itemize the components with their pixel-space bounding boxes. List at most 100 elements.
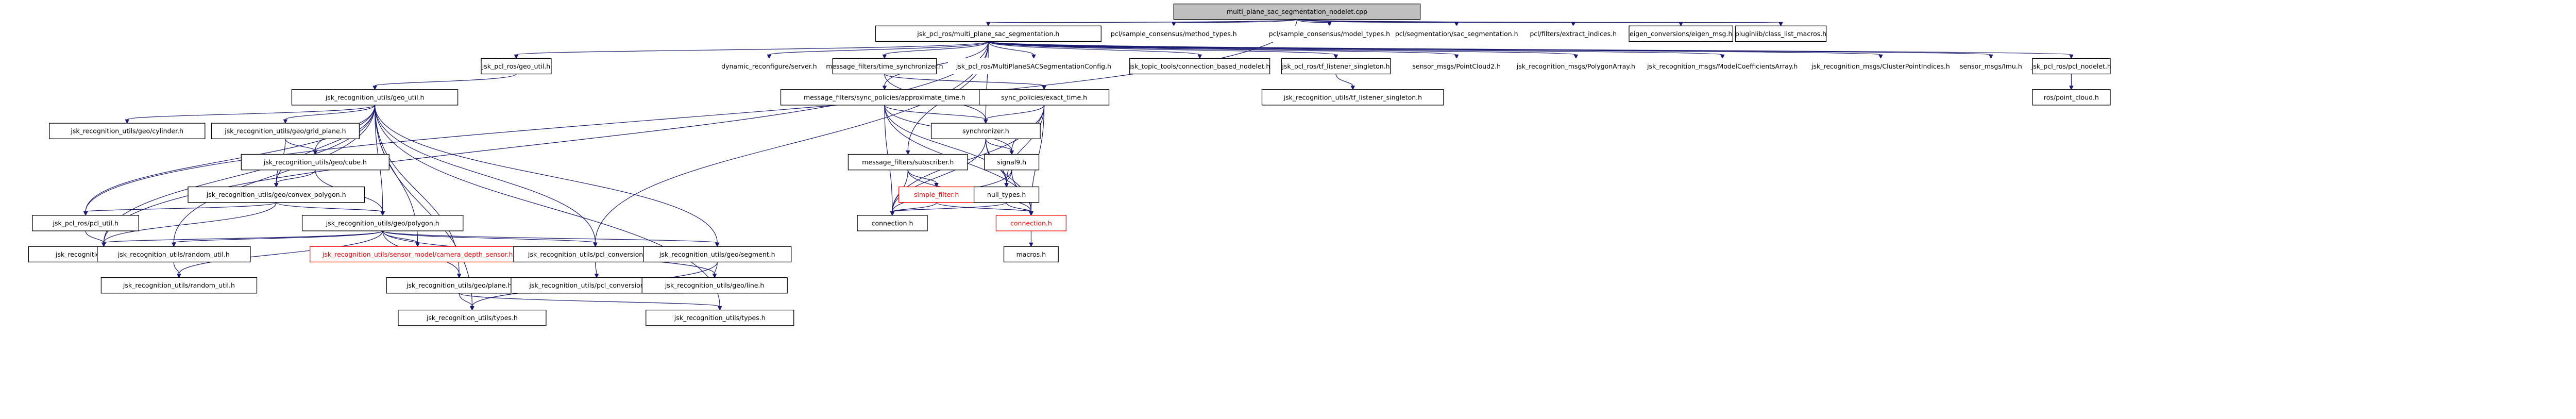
node-mpss-cfg[interactable]: jsk_pcl_ros/MultiPlaneSACSegmentationCon…: [947, 58, 1120, 75]
node-label: jsk_recognition_utils/random_util.h: [117, 250, 230, 258]
node-sac-seg[interactable]: pcl/segmentation/sac_segmentation.h: [1395, 25, 1518, 42]
node-sync-exact[interactable]: sync_policies/exact_time.h: [979, 89, 1110, 106]
node-imu[interactable]: sensor_msgs/Imu.h: [1960, 58, 2022, 75]
node-label: jsk_pcl_ros/pcl_util.h: [52, 219, 118, 227]
node-label: synchronizer.h: [962, 127, 1009, 135]
node-geo-types[interactable]: jsk_recognition_utils/types.h: [398, 309, 547, 326]
node-plane[interactable]: jsk_recognition_utils/geo/plane.h: [386, 277, 532, 294]
edge-root-to-class_list: [1296, 19, 1783, 27]
node-cpi[interactable]: jsk_recognition_msgs/ClusterPointIndices…: [1807, 58, 1954, 75]
node-label: jsk_pcl_ros/tf_listener_singleton.h: [1281, 62, 1389, 70]
node-label: jsk_pcl_ros/multi_plane_sac_segmentation…: [917, 30, 1059, 38]
node-sync-approx[interactable]: message_filters/sync_policies/approximat…: [780, 89, 989, 106]
node-cylinder[interactable]: jsk_recognition_utils/geo/cylinder.h: [49, 123, 206, 139]
node-label: pcl/filters/extract_indices.h: [1530, 30, 1617, 38]
node-connection-red[interactable]: connection.h: [995, 215, 1066, 231]
node-label: jsk_recognition_utils/geo/cylinder.h: [70, 127, 183, 135]
edge-grid_plane-to-cube: [285, 139, 318, 155]
node-line[interactable]: jsk_recognition_utils/geo/line.h: [641, 277, 788, 294]
edge-mpss_h-to-tf_listener: [988, 41, 1338, 59]
node-convex-polygon[interactable]: jsk_recognition_utils/geo/convex_polygon…: [188, 186, 365, 203]
node-label: jsk_pcl_ros/geo_util.h: [482, 62, 550, 70]
node-point-cloud[interactable]: ros/point_cloud.h: [2032, 89, 2111, 106]
node-null-types[interactable]: null_types.h: [973, 186, 1040, 203]
node-grid-plane[interactable]: jsk_recognition_utils/geo/grid_plane.h: [211, 123, 360, 139]
node-label: pcl/sample_consensus/method_types.h: [1111, 30, 1237, 38]
node-ru-geo-util[interactable]: jsk_recognition_utils/geo_util.h: [291, 89, 459, 106]
node-label: jsk_recognition_utils/geo/grid_plane.h: [224, 127, 346, 135]
node-label: jsk_pcl_ros/MultiPlaneSACSegmentationCon…: [956, 62, 1111, 70]
node-simple-filter[interactable]: simple_filter.h: [898, 186, 975, 203]
node-label: pcl/segmentation/sac_segmentation.h: [1395, 30, 1518, 38]
node-connection-black[interactable]: connection.h: [857, 215, 928, 231]
edge-mpss_h-to-cbn: [988, 41, 1202, 59]
node-label: jsk_recognition_utils/geo/cube.h: [263, 158, 367, 166]
node-label: connection.h: [1010, 219, 1052, 227]
edge-convex_polygon-to-pcl_util_ros: [83, 202, 277, 216]
node-label: jsk_recognition_utils/types.h: [426, 314, 518, 322]
node-signal9[interactable]: signal9.h: [984, 154, 1040, 171]
node-pcl-nodelet[interactable]: jsk_pcl_ros/pcl_nodelet.h: [2031, 58, 2111, 75]
node-label: jsk_recognition_msgs/PolygonArray.h: [1516, 62, 1635, 70]
edge-geo_util_ros-to-ru_geo_util: [372, 73, 517, 90]
node-label: multi_plane_sac_segmentation_nodelet.cpp: [1227, 8, 1367, 15]
node-root[interactable]: multi_plane_sac_segmentation_nodelet.cpp: [1173, 3, 1421, 20]
node-polyarr[interactable]: jsk_recognition_msgs/PolygonArray.h: [1514, 58, 1637, 75]
node-label: jsk_recognition_utils/geo/segment.h: [659, 250, 775, 258]
node-tf-listener[interactable]: jsk_pcl_ros/tf_listener_singleton.h: [1281, 58, 1391, 75]
node-label: message_filters/sync_policies/approximat…: [804, 93, 965, 101]
node-macros[interactable]: macros.h: [1003, 246, 1059, 263]
node-label: jsk_recognition_utils/random_util.h: [123, 281, 235, 289]
node-cube[interactable]: jsk_recognition_utils/geo/cube.h: [241, 154, 389, 171]
node-pcl-util-ros[interactable]: jsk_pcl_ros/pcl_util.h: [32, 215, 139, 231]
node-cbn[interactable]: jsk_topic_tools/connection_based_nodelet…: [1129, 58, 1270, 75]
node-label: jsk_recognition_msgs/ClusterPointIndices…: [1811, 62, 1950, 70]
edge-mf_subscriber-to-simple_filter: [907, 170, 939, 188]
edge-null_types-to-connection_red: [1006, 202, 1033, 216]
node-label: jsk_recognition_utils/geo/convex_polygon…: [206, 191, 346, 198]
node-dyn-reconf[interactable]: dynamic_reconfigure/server.h: [719, 58, 819, 75]
node-ru-tf-listener[interactable]: jsk_recognition_utils/tf_listener_single…: [1261, 89, 1444, 106]
edge-mpss_h-to-dyn_reconf: [767, 41, 989, 59]
edge-root-to-mpss_h: [986, 19, 1298, 27]
node-label: jsk_recognition_utils/geo/polygon.h: [326, 219, 439, 227]
node-label: jsk_recognition_utils/types.h: [674, 314, 766, 322]
edge-mpss_h-to-pcl_nodelet: [988, 41, 2074, 59]
node-label: dynamic_reconfigure/server.h: [721, 62, 817, 70]
edge-root-to-pcl_util_ros: [83, 19, 1298, 216]
node-extract-idx[interactable]: pcl/filters/extract_indices.h: [1524, 25, 1622, 42]
node-label: sensor_msgs/Imu.h: [1960, 62, 2022, 70]
node-label: jsk_recognition_utils/tf_listener_single…: [1283, 93, 1422, 101]
node-polygon[interactable]: jsk_recognition_utils/geo/polygon.h: [301, 215, 464, 231]
node-modelcoef[interactable]: jsk_recognition_msgs/ModelCoefficientsAr…: [1644, 58, 1801, 75]
node-sac-method[interactable]: pcl/sample_consensus/method_types.h: [1105, 25, 1243, 42]
node-mf-subscriber[interactable]: message_filters/subscriber.h: [848, 154, 968, 171]
node-synchronizer[interactable]: synchronizer.h: [930, 123, 1041, 139]
edge-convex_polygon-to-polygon: [276, 202, 385, 216]
node-label: jsk_recognition_msgs/ModelCoefficientsAr…: [1647, 62, 1798, 70]
node-geo-util-ros[interactable]: jsk_pcl_ros/geo_util.h: [481, 58, 552, 75]
edge-tf_listener-to-ru_tf_listener: [1335, 74, 1355, 90]
node-label: simple_filter.h: [914, 191, 959, 198]
edge-pcl_conv-to-ru_pcl_conv: [594, 262, 599, 278]
node-label: ros/point_cloud.h: [2044, 93, 2099, 101]
node-mpss-h[interactable]: jsk_pcl_ros/multi_plane_sac_segmentation…: [875, 25, 1101, 42]
node-time-sync[interactable]: message_filters/time_synchronizer.h: [826, 58, 943, 75]
node-label: eigen_conversions/eigen_msg.h: [1630, 30, 1732, 38]
node-pc2[interactable]: sensor_msgs/PointCloud2.h: [1405, 58, 1508, 75]
edge-synchronizer-to-connection_red: [985, 139, 1033, 216]
node-eigen-msg[interactable]: eigen_conversions/eigen_msg.h: [1629, 25, 1734, 42]
node-ru-types[interactable]: jsk_recognition_utils/types.h: [646, 309, 794, 326]
node-segment[interactable]: jsk_recognition_utils/geo/segment.h: [643, 246, 792, 263]
node-label: jsk_recognition_utils/sensor_model/camer…: [322, 250, 513, 258]
edge-pcl_util_ros-to-ru_pcl_util: [85, 230, 106, 247]
node-depth-sensor[interactable]: jsk_recognition_utils/sensor_model/camer…: [310, 246, 526, 263]
node-random-util[interactable]: jsk_recognition_utils/random_util.h: [97, 246, 251, 263]
edge-cube-to-convex_polygon: [274, 170, 316, 188]
node-class-list[interactable]: pluginlib/class_list_macros.h: [1735, 25, 1827, 42]
node-label: jsk_recognition_utils/geo_util.h: [325, 93, 425, 101]
edge-polygon-to-pcl_conv: [382, 230, 598, 247]
node-label: jsk_recognition_utils/geo/plane.h: [406, 281, 512, 289]
node-sac-model[interactable]: pcl/sample_consensus/model_types.h: [1264, 25, 1395, 42]
node-ru-random-util[interactable]: jsk_recognition_utils/random_util.h: [100, 277, 258, 294]
